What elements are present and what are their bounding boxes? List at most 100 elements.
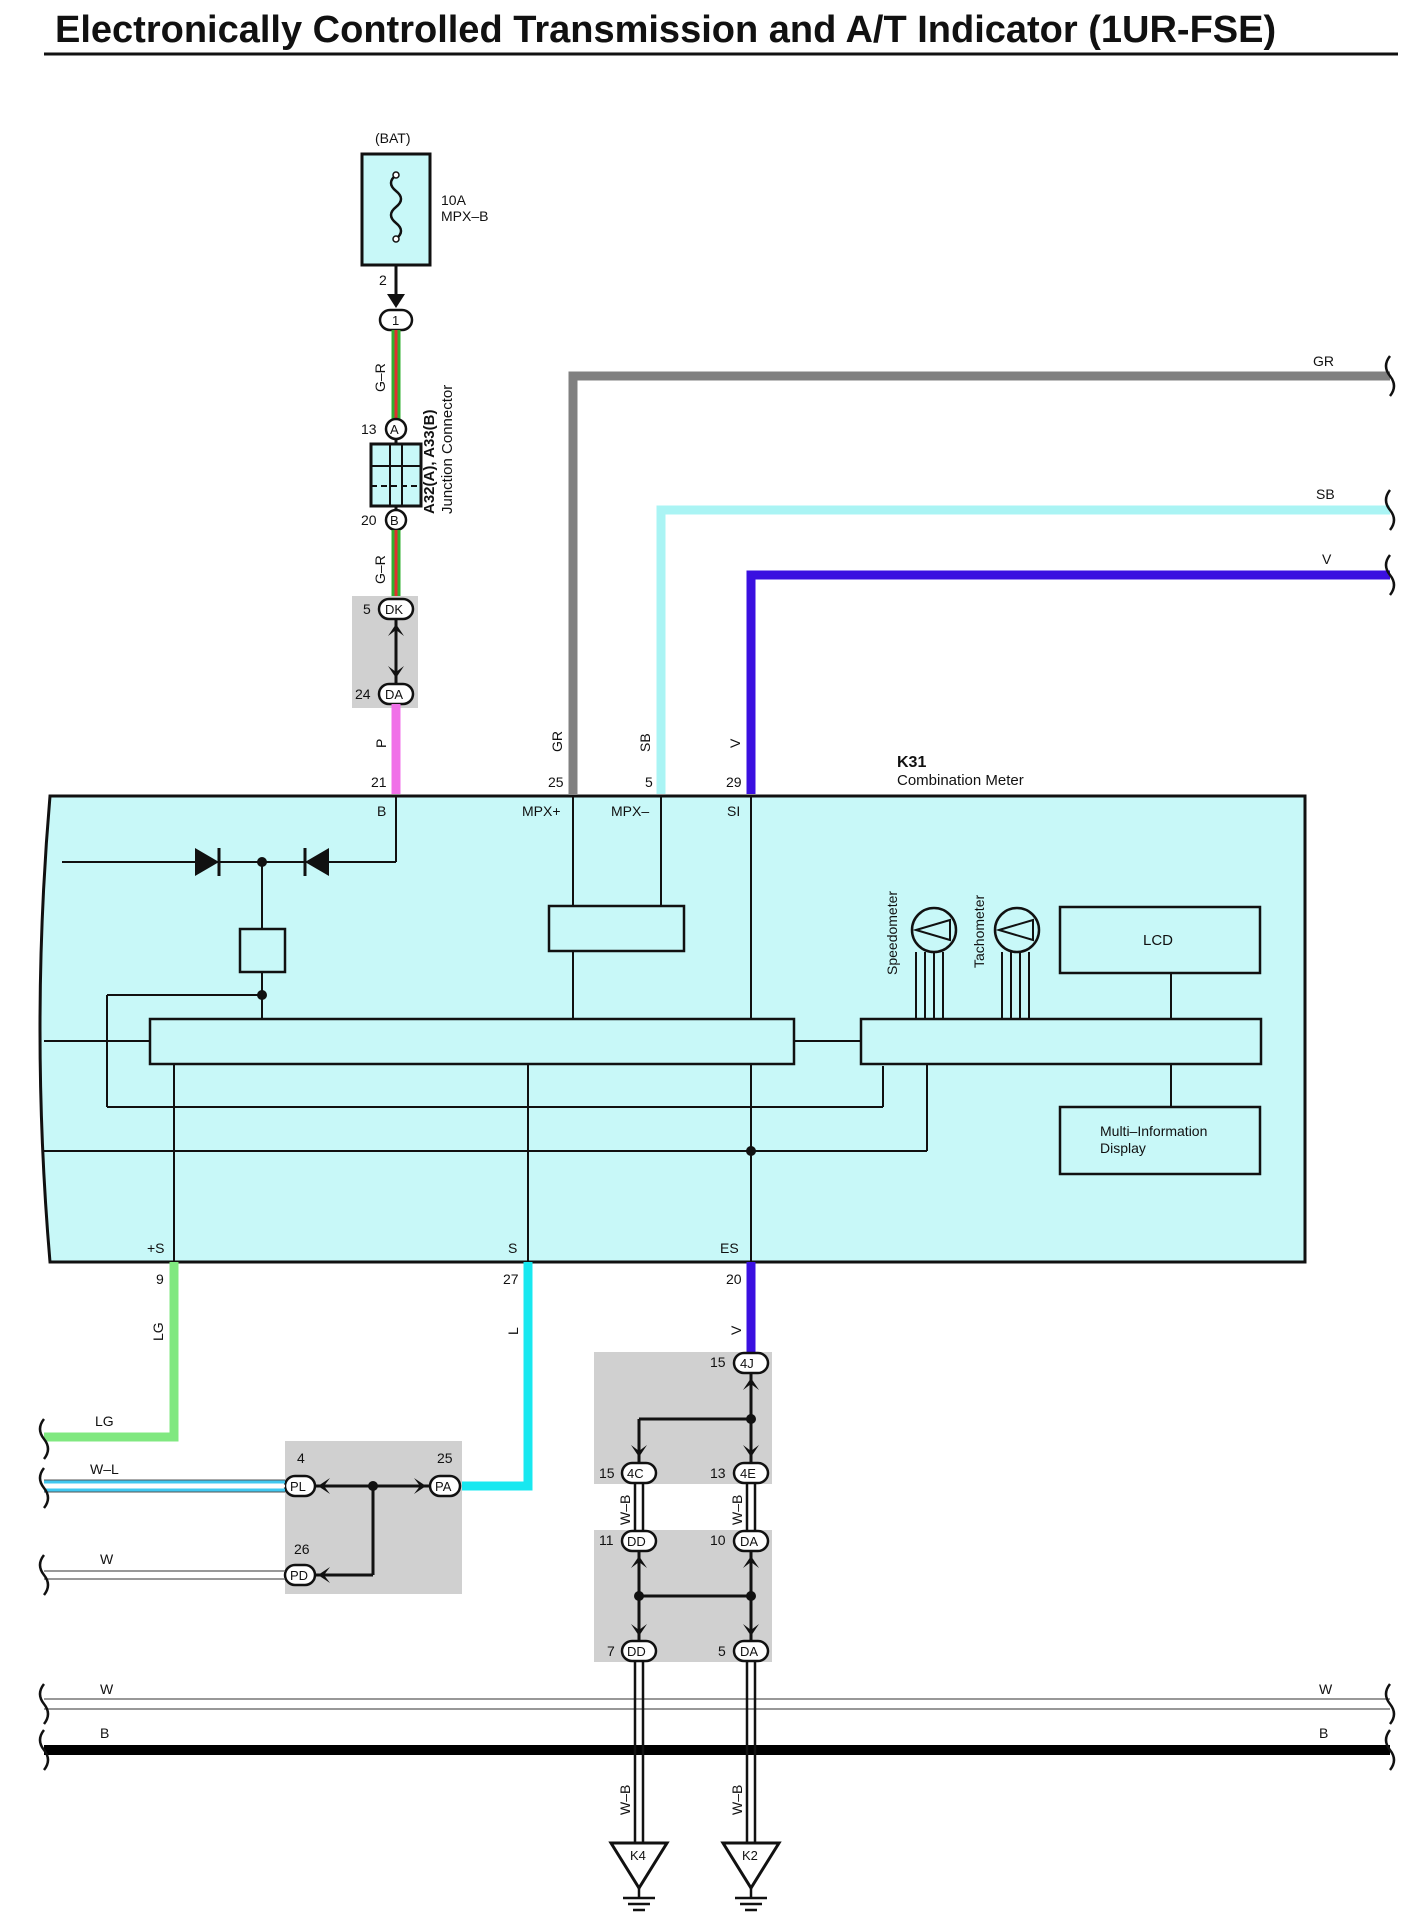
ground-k4: K4 (608, 1841, 670, 1912)
mid-label-line1: Multi–Information (1100, 1123, 1207, 1139)
wire-w-bus (44, 1698, 1390, 1710)
tachometer-label: Tachometer (971, 895, 987, 968)
wire-w-b-ground: W–B W–B (617, 1661, 757, 1843)
wire-label-w-bus-left: W (100, 1681, 114, 1697)
connector-4c-pin: 15 (599, 1465, 615, 1481)
bottom-pin-name-1: +S (147, 1240, 165, 1256)
fuse-rating: 10A (441, 192, 467, 208)
arrow-down-icon (387, 294, 405, 308)
connector-dd1-pin: 11 (599, 1532, 614, 1548)
wire-break-icon (1384, 489, 1396, 531)
junction-body (369, 442, 423, 508)
junction-pin-b: 20 (361, 512, 377, 528)
wire-w-b-mid: W–B W–B (617, 1484, 757, 1530)
wire-break-icon (1384, 1683, 1396, 1725)
meter-name: Combination Meter (897, 772, 1024, 789)
connector-da1-pin: 10 (710, 1532, 726, 1548)
wire-label-g-r-2: G–R (372, 555, 388, 584)
wire-label-g-r: G–R (372, 363, 388, 392)
junction-pin-a: 13 (361, 421, 377, 437)
junction-term-a: A (390, 422, 399, 437)
connector-pd-pin: 26 (294, 1541, 310, 1557)
wire-label-w-left: W (100, 1551, 114, 1567)
junction-term-b: B (390, 513, 399, 528)
connector-pa-code: PA (435, 1479, 452, 1494)
wire-l (460, 1262, 533, 1491)
top-pin-num-1: 21 (371, 774, 387, 790)
fuse-symbol-icon (389, 174, 403, 240)
ground-k2: K2 (720, 1841, 782, 1912)
connector-dd2-pin: 7 (607, 1643, 615, 1659)
connector-dd1-code: DD (627, 1534, 646, 1549)
top-wire-label-4: V (727, 738, 743, 748)
bottom-wire-label-1: LG (150, 1322, 166, 1341)
wire-label-b-bus-right: B (1319, 1725, 1328, 1741)
junction-name: Junction Connector (439, 385, 456, 514)
wire-gr (568, 371, 1390, 794)
wire-break-icon (1384, 1729, 1396, 1771)
ground-k4-code: K4 (630, 1848, 646, 1863)
connector-da2-code: DA (740, 1644, 758, 1659)
page-title: Electronically Controlled Transmission a… (55, 9, 1276, 51)
wire-break-icon (38, 1729, 50, 1771)
wire-label-wb-4: W–B (729, 1785, 745, 1815)
connector-da-code: DA (385, 687, 403, 702)
top-pin-name-1: B (377, 803, 386, 819)
tachometer-gauge: Tachometer (971, 895, 1041, 1019)
wire-label-wb-1: W–B (617, 1495, 633, 1525)
connector-dd2-code: DD (627, 1644, 646, 1659)
lcd-block (1058, 905, 1262, 975)
top-pin-name-3: MPX– (611, 803, 649, 819)
connector-dd-da: 11 DD 10 DA 7 DD 5 DA (594, 1529, 772, 1663)
connector-pa-pin: 25 (437, 1450, 453, 1466)
wire-lg (44, 1262, 179, 1442)
ground-triangle-icon (720, 1841, 782, 1891)
bottom-pin-num-2: 27 (503, 1271, 519, 1287)
top-pin-num-2: 25 (548, 774, 564, 790)
diode-icon (305, 848, 329, 876)
connector-pl-pin: 4 (297, 1450, 305, 1466)
wire-g-r-upper: G–R (372, 330, 401, 420)
wire-label-sb-right: SB (1316, 486, 1335, 502)
main-cpu-block (148, 1017, 796, 1066)
regulator-box (238, 927, 287, 974)
wire-label-wb-2: W–B (729, 1495, 745, 1525)
top-pin-num-3: 5 (645, 774, 653, 790)
wire-label-b-bus-left: B (100, 1725, 109, 1741)
fuse-pin-out: 2 (379, 272, 387, 288)
wire-break-icon (38, 1418, 50, 1460)
wire-break-icon (1384, 355, 1396, 397)
top-pin-num-4: 29 (726, 774, 742, 790)
meter-code: K31 (897, 754, 926, 771)
connector-4j-4c-4e: 15 4J 15 4C 13 4E (594, 1351, 772, 1485)
diode-circuit (62, 796, 884, 1108)
bottom-wire-label-3: V (728, 1325, 744, 1335)
junction-code: A32(A), A33(B) (421, 410, 438, 514)
fuse-box (360, 152, 432, 267)
wire-v (746, 570, 1390, 794)
bottom-pin-num-3: 20 (726, 1271, 742, 1287)
wire-break-icon (1384, 554, 1396, 596)
display-controller-block (859, 1017, 1263, 1066)
mpx-interface-block (547, 904, 686, 953)
connector-dk-da: DK 5 DA 24 (352, 596, 418, 708)
ground-k2-code: K2 (742, 1848, 758, 1863)
top-pin-name-4: SI (727, 803, 740, 819)
connector-4c-code: 4C (627, 1466, 644, 1481)
connector-da2-pin: 5 (718, 1643, 726, 1659)
fuse-source: (BAT) (375, 130, 411, 146)
wire-break-icon (38, 1683, 50, 1725)
connector-4j-code: 4J (740, 1356, 754, 1371)
tachometer-icon (993, 906, 1041, 954)
junction-connector: 13 A B 20 A32(A), A33(B) Junction Connec… (361, 385, 456, 532)
wire-label-v-right: V (1322, 551, 1332, 567)
wire-g-r-lower: G–R (372, 530, 401, 600)
wire-break-icon (38, 1467, 50, 1509)
connector-da-pin: 24 (355, 686, 371, 702)
diode-icon (195, 848, 219, 876)
wire-w-left (44, 1570, 285, 1580)
bottom-pin-name-3: ES (720, 1240, 739, 1256)
fuse-terminal-label: 1 (392, 313, 399, 328)
bottom-pin-num-1: 9 (156, 1271, 164, 1287)
